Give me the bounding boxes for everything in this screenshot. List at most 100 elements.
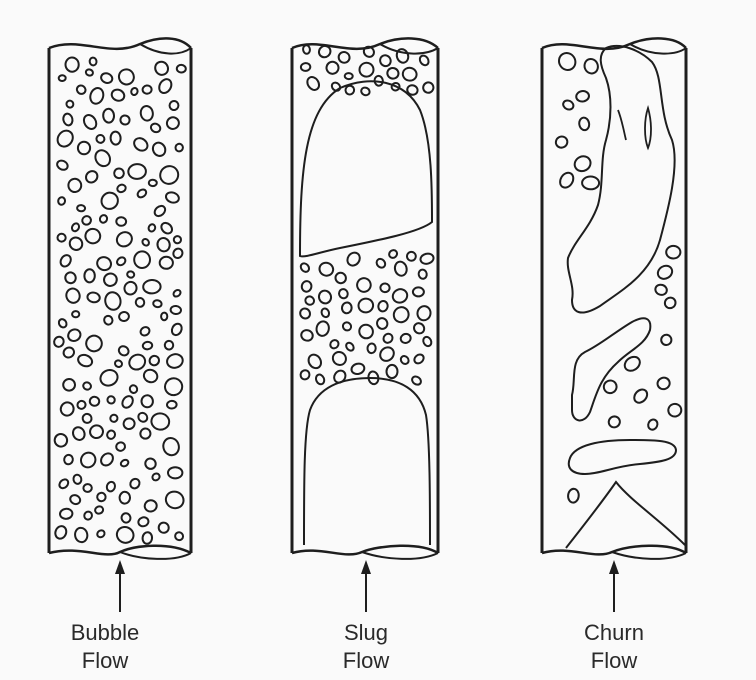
gas-bubble: [141, 238, 150, 247]
gas-bubble: [375, 316, 389, 330]
gas-bubble: [114, 359, 123, 368]
gas-bubble: [299, 369, 311, 381]
gas-bubble: [117, 344, 130, 357]
gas-bubble: [300, 329, 314, 342]
gas-bubble: [153, 300, 163, 308]
gas-bubble: [128, 384, 138, 394]
slug-taylor-bubble-lower: [304, 378, 430, 545]
arrows: [115, 560, 619, 612]
gas-bubble: [78, 450, 98, 470]
gas-bubble: [110, 131, 121, 145]
gas-bubble: [119, 114, 132, 127]
gas-bubble: [64, 287, 81, 305]
gas-bubble: [159, 221, 174, 236]
gas-bubble: [382, 332, 395, 345]
gas-bubble: [317, 289, 333, 305]
churn-flow-arrow: [609, 560, 619, 612]
gas-bubble: [73, 474, 83, 485]
churn-flow-label-line2: Flow: [544, 647, 684, 675]
gas-bubble: [318, 261, 336, 278]
gas-bubble: [94, 505, 104, 515]
gas-bubble: [172, 235, 182, 245]
gas-bubble: [165, 191, 181, 205]
gas-bubble: [84, 227, 102, 244]
gas-bubble: [341, 302, 352, 314]
slug-flow-arrow: [361, 560, 371, 612]
gas-bubble: [118, 311, 129, 322]
gas-bubble: [123, 280, 139, 296]
slug-flow-label: Slug Flow: [296, 619, 436, 675]
gas-bubble: [418, 54, 430, 67]
gas-bubble: [422, 335, 433, 347]
gas-bubble: [377, 300, 388, 312]
gas-bubble: [380, 283, 390, 293]
gas-bubble: [356, 322, 375, 341]
gas-bubble: [104, 291, 123, 311]
gas-bubble: [114, 229, 134, 249]
gas-bubble: [177, 65, 187, 73]
slug-taylor-bubble-upper: [300, 81, 432, 256]
bubble-flow-label-line2: Flow: [35, 647, 175, 675]
gas-bubble: [303, 45, 311, 54]
gas-bubble: [63, 454, 73, 465]
gas-bubble: [63, 379, 75, 391]
gas-bubble: [58, 478, 70, 490]
churn-flow-bubbles: [554, 50, 683, 503]
gas-bubble: [567, 488, 579, 503]
gas-bubble: [116, 256, 127, 267]
bubble-flow-bubbles: [52, 57, 186, 545]
gas-bubble: [329, 338, 341, 350]
gas-bubble: [115, 441, 126, 451]
churn-flow-label-line1: Churn: [544, 619, 684, 647]
gas-bubble: [646, 418, 659, 431]
gas-bubble: [375, 257, 387, 269]
churn-flow-tube: [542, 38, 686, 558]
gas-bubble: [174, 143, 184, 153]
gas-bubble: [122, 417, 136, 430]
churn-cone: [566, 482, 685, 548]
gas-bubble: [95, 134, 106, 145]
gas-bubble: [411, 375, 423, 387]
gas-bubble: [337, 50, 352, 65]
bubble-flow-arrow: [115, 560, 125, 612]
gas-bubble: [136, 188, 148, 199]
gas-bubble: [160, 257, 173, 269]
gas-bubble: [62, 346, 76, 360]
gas-bubble: [338, 288, 349, 299]
gas-bubble: [391, 287, 409, 305]
gas-bubble: [99, 451, 116, 468]
gas-bubble: [142, 341, 152, 349]
gas-bubble: [121, 512, 132, 523]
gas-bubble: [163, 489, 185, 511]
bubble-flow-label: Bubble Flow: [35, 619, 175, 675]
gas-bubble: [393, 260, 408, 277]
gas-bubble: [103, 108, 115, 123]
gas-bubble: [350, 362, 365, 375]
gas-bubble: [158, 522, 170, 534]
gas-bubble: [100, 72, 114, 85]
gas-bubble: [320, 307, 330, 318]
gas-bubble: [357, 297, 374, 313]
gas-bubble: [143, 456, 158, 471]
gas-bubble: [76, 353, 93, 368]
gas-bubble: [65, 99, 75, 109]
gas-bubble: [76, 399, 87, 410]
gas-bubble: [582, 176, 599, 189]
gas-bubble: [156, 237, 171, 253]
gas-bubble: [654, 283, 668, 296]
gas-bubble: [89, 57, 97, 66]
gas-bubble: [106, 429, 116, 440]
gas-bubble: [128, 164, 146, 180]
gas-bubble: [157, 77, 174, 95]
gas-bubble: [59, 75, 66, 81]
gas-bubble: [304, 295, 316, 306]
gas-bubble: [151, 472, 161, 482]
gas-bubble: [71, 425, 87, 442]
gas-bubble: [168, 467, 182, 478]
churn-flow-label: Churn Flow: [544, 619, 684, 675]
gas-bubble: [67, 235, 85, 253]
gas-bubble: [84, 169, 100, 185]
gas-bubble: [137, 516, 150, 528]
gas-bubble: [78, 142, 90, 155]
